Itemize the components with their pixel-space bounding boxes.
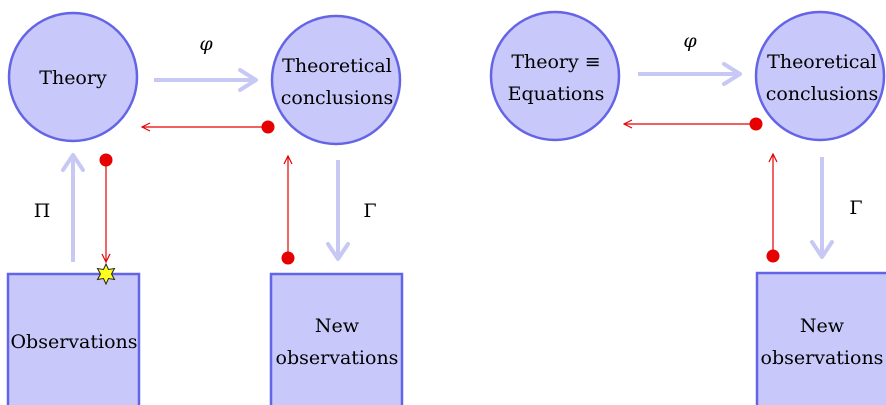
pi-arrow <box>61 153 85 262</box>
phi-label-right: φ <box>683 30 697 52</box>
left-panel: Theory Theoretical conclusions Observati… <box>6 11 404 405</box>
right-panel: Theory ≡ Equations Theoretical conclusio… <box>489 10 886 405</box>
theoretical-conclusions-right-line1: Theoretical <box>767 51 877 73</box>
red-arrow-conclusions-to-theory <box>142 120 275 134</box>
theoretical-conclusions-right-line2: conclusions <box>766 83 879 105</box>
new-observations-right-line1: New <box>800 315 845 337</box>
theory-equations-node <box>489 10 621 142</box>
theory-node <box>7 11 139 143</box>
gamma-label: Γ <box>363 200 376 222</box>
star-icon <box>96 262 116 286</box>
phi-label: φ <box>199 33 213 55</box>
red-arrow-theory-to-observations <box>99 153 113 263</box>
theoretical-conclusions-label-line1: Theoretical <box>282 55 392 77</box>
new-observations-label-line1: New <box>315 315 360 337</box>
gamma-arrow-right <box>810 157 834 259</box>
new-observations-node-right <box>755 271 886 405</box>
theoretical-conclusions-node-right <box>754 10 886 142</box>
theory-equations-label-line1: Theory ≡ <box>511 51 600 73</box>
phi-arrow <box>154 68 258 92</box>
red-arrow-new-observations-to-conclusions <box>281 156 295 265</box>
new-observations-right-line2: observations <box>761 347 884 369</box>
theory-equations-label-line2: Equations <box>508 83 605 105</box>
red-arrow-new-observations-to-conclusions-right <box>766 154 780 263</box>
observations-node <box>6 272 141 405</box>
new-observations-node <box>269 272 404 405</box>
theory-label: Theory <box>39 67 107 89</box>
pi-label: Π <box>34 200 51 222</box>
gamma-label-right: Γ <box>849 197 862 219</box>
red-arrow-conclusions-to-theory-right <box>624 117 763 131</box>
theoretical-conclusions-label-line2: conclusions <box>281 87 394 109</box>
theoretical-conclusions-node <box>270 14 402 146</box>
observations-label: Observations <box>10 331 137 353</box>
new-observations-label-line2: observations <box>276 347 399 369</box>
gamma-arrow <box>326 160 350 261</box>
phi-arrow-right <box>638 62 742 86</box>
